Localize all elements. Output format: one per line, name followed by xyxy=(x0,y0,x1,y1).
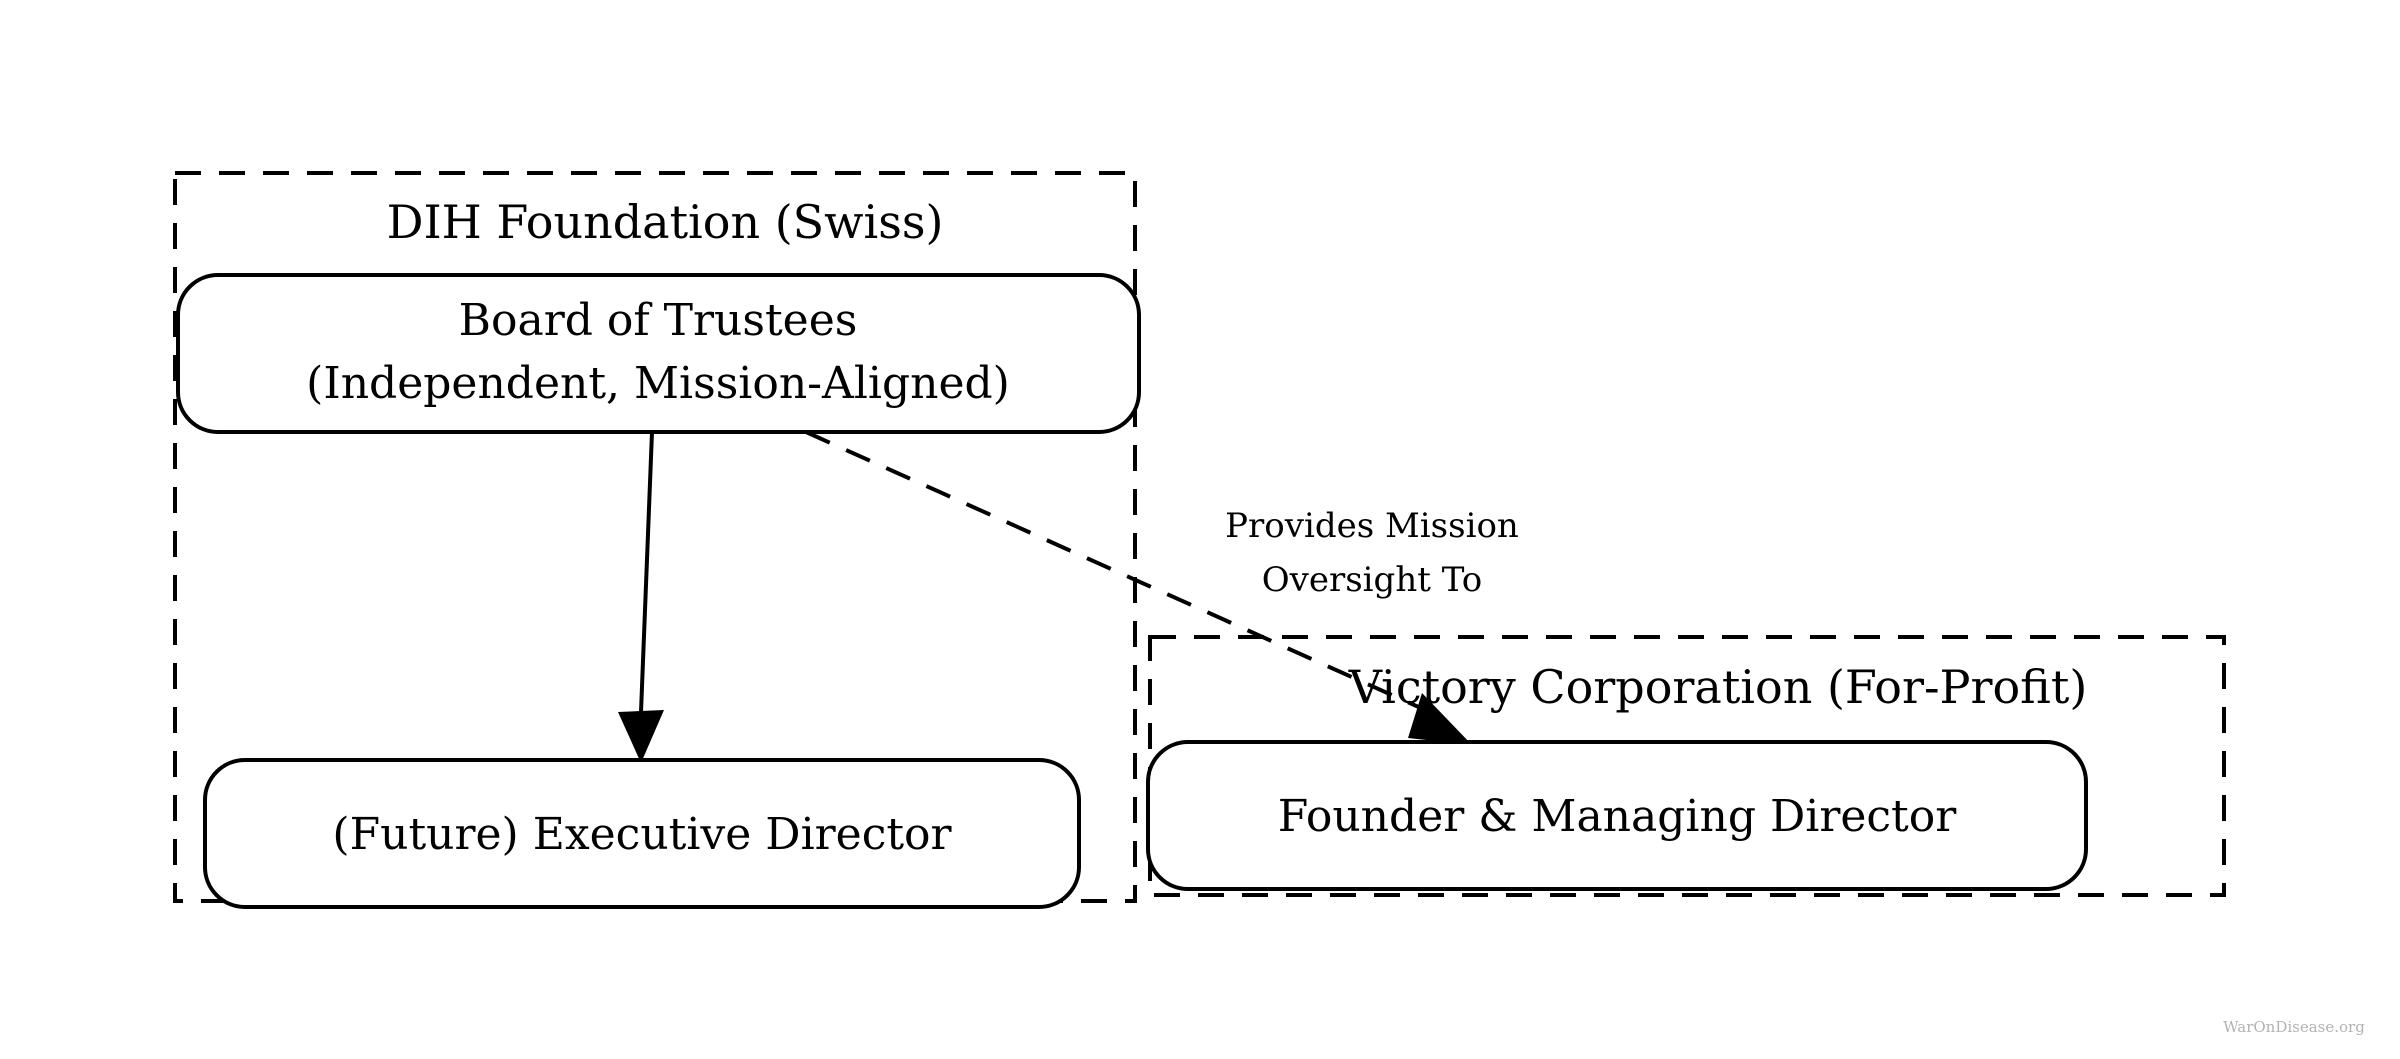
watermark-text: WarOnDisease.org xyxy=(2223,1018,2365,1036)
node-board-of-trustees-label-line1: Board of Trustees xyxy=(459,295,858,346)
edge-trustees-to-founder-line xyxy=(805,430,1444,720)
node-founder-managing-director-label: Founder & Managing Director xyxy=(1278,791,1957,842)
edge-trustees-to-founder-label-line1: Provides Mission xyxy=(1225,506,1519,546)
edge-trustees-to-exec-director[interactable] xyxy=(618,431,664,763)
node-executive-director-label: (Future) Executive Director xyxy=(332,809,952,860)
cluster-victory-corporation[interactable]: Victory Corporation (For-Profit) xyxy=(1148,635,2226,897)
cluster-victory-corporation-label: Victory Corporation (For-Profit) xyxy=(1348,660,2088,714)
node-founder-managing-director[interactable]: Founder & Managing Director xyxy=(1146,740,2088,891)
edge-trustees-to-founder[interactable]: Provides Mission Oversight To xyxy=(805,430,1519,745)
cluster-victory-corporation-border xyxy=(1148,635,2226,897)
node-executive-director-shape xyxy=(203,758,1081,909)
edge-trustees-to-founder-label-line2: Oversight To xyxy=(1262,560,1482,600)
node-board-of-trustees[interactable]: Board of Trustees (Independent, Mission-… xyxy=(176,273,1141,434)
node-board-of-trustees-shape xyxy=(176,273,1141,434)
edge-trustees-to-exec-director-line xyxy=(639,431,654,713)
node-founder-managing-director-shape xyxy=(1146,740,2088,891)
edge-trustees-to-founder-arrowhead xyxy=(1408,693,1472,745)
node-board-of-trustees-label-line2: (Independent, Mission-Aligned) xyxy=(306,358,1010,409)
edge-trustees-to-exec-director-arrowhead xyxy=(618,710,664,763)
cluster-dih-foundation-label: DIH Foundation (Swiss) xyxy=(387,195,944,249)
node-executive-director[interactable]: (Future) Executive Director xyxy=(203,758,1081,909)
